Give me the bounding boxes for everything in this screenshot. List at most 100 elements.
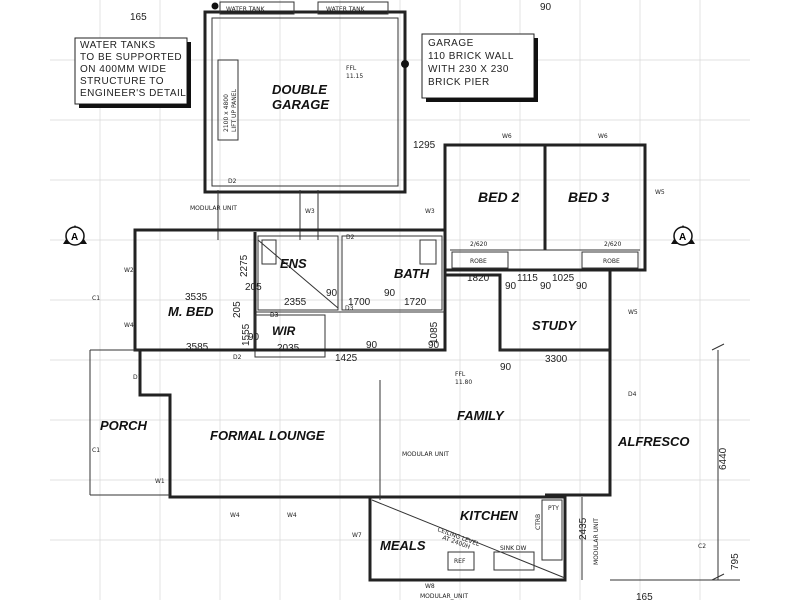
water-tanks-note-line2: TO BE SUPPORTED [80,52,182,63]
dim-90-a: 90 [326,288,338,299]
garage-note-line4: BRICK PIER [428,77,490,88]
tag-d2-b: D2 [233,354,242,361]
dim-3300: 3300 [545,354,568,365]
dim-2275: 2275 [239,254,250,277]
tag-w5-b: W5 [628,309,638,316]
room-label-formal-lounge: FORMAL LOUNGE [210,428,325,443]
robe-label-right: ROBE [603,258,620,265]
dim-795: 795 [730,553,741,570]
water-tank-left-label: WATER TANK [226,6,266,13]
dim-205-a: 205 [245,282,262,293]
garage-note-line1: GARAGE [428,38,474,49]
sink-dishwasher-label: SINK DW [500,545,527,552]
robe-label-left: ROBE [470,258,487,265]
main-ffl-label: FFL [455,371,466,378]
dim-90-d: 90 [540,281,552,292]
tag-w8: W8 [425,583,435,590]
dim-1720: 1720 [404,297,427,308]
water-tanks-note: WATER TANKS TO BE SUPPORTED ON 400MM WID… [74,37,191,108]
tag-w3-b: W3 [425,208,435,215]
room-label-master-bed: M. BED [168,304,214,319]
room-label-bed3: BED 3 [568,189,609,205]
lift-up-panel-label: LIFT UP PANEL [231,88,238,132]
room-label-study: STUDY [532,318,577,333]
tag-w4-b: W4 [230,512,240,519]
dim-90-h: 90 [428,340,440,351]
garage-note: GARAGE 110 BRICK WALL WITH 230 X 230 BRI… [421,33,538,102]
dim-1425: 1425 [335,353,358,364]
dim-1555: 1555 [241,323,252,346]
tag-w7: W7 [352,532,362,539]
tag-w4-c: W4 [287,512,297,519]
garage-room-label-line1: DOUBLE [272,82,327,97]
dim-165-bottom: 165 [636,592,653,600]
tag-d2-c: D2 [346,234,355,241]
dim-2355: 2355 [284,297,307,308]
tag-d3-b: D3 [345,305,354,312]
tag-w4-a: W4 [124,322,134,329]
dim-90-top: 90 [540,2,552,13]
section-marker-left-letter: A [71,232,78,243]
tag-w2: W2 [124,267,134,274]
dim-90-i: 90 [500,362,512,373]
window-door-tags: W1 W2 W3 W3 W4 W4 W4 W5 W5 W6 W6 W7 W8 D… [92,133,706,590]
dim-3585: 3585 [186,342,209,353]
tag-d3-a: D3 [270,312,279,319]
dim-1295: 1295 [413,140,436,151]
pantry-label: PTY [548,505,559,512]
room-label-kitchen: KITCHEN [460,508,518,523]
water-tanks-note-line3: ON 400MM WIDE [80,64,167,75]
section-marker-right: A [671,225,695,246]
dim-90-c: 90 [505,281,517,292]
dim-2435: 2435 [578,517,589,540]
room-label-bed2: BED 2 [478,189,519,205]
tag-c1-a: C1 [92,295,100,302]
fridge-label: REF [454,558,466,565]
tag-d2-a: D2 [228,178,237,185]
cupboard-label: CTRB [535,514,542,530]
tag-w6-a: W6 [502,133,512,140]
room-label-alfresco: ALFRESCO [617,434,690,449]
dim-3535: 3535 [185,292,208,303]
dim-205-b: 205 [232,301,243,318]
tag-w3-a: W3 [305,208,315,215]
room-label-bath: BATH [394,266,430,281]
section-marker-left: A [63,225,87,246]
modular-unit-label-mid: MODULAR UNIT [402,451,449,458]
tag-w6-b: W6 [598,133,608,140]
dim-1115: 1115 [517,273,538,284]
garage-structure [203,1,409,240]
tag-c1-b: C1 [92,447,100,454]
tag-c2: C2 [698,543,706,550]
dim-90-e: 90 [576,281,588,292]
dim-1025: 1025 [552,273,575,284]
room-label-porch: PORCH [100,418,148,433]
water-tanks-note-line4: STRUCTURE TO [80,76,164,87]
house-walls [89,143,740,582]
garage-ffl-label: FFL [346,65,357,72]
garage-note-line2: 110 BRICK WALL [428,51,514,62]
garage-ffl-value: 11.15 [346,73,363,80]
water-tank-right-label: WATER TANK [326,6,366,13]
dim-2-620-right: 2/620 [604,241,621,248]
dim-90-b: 90 [384,288,396,299]
modular-unit-label-bottom: MODULAR_UNIT [420,593,468,600]
water-tanks-note-line1: WATER TANKS [80,40,156,51]
dim-165-top: 165 [130,12,147,23]
dim-90-g: 90 [366,340,378,351]
tag-w5-a: W5 [655,189,665,196]
section-marker-right-letter: A [679,232,686,243]
tag-w1: W1 [155,478,165,485]
room-label-wir: WIR [272,324,296,338]
main-ffl-value: 11.80 [455,379,472,386]
dim-1820: 1820 [467,273,490,284]
garage-room-label-line2: GARAGE [272,97,329,112]
dim-1700: 1700 [348,297,371,308]
garage-note-line3: WITH 230 X 230 [428,64,509,75]
room-label-family: FAMILY [457,408,505,423]
water-tanks-note-line5: ENGINEER'S DETAIL [80,88,186,99]
dim-6440: 6440 [718,447,729,470]
room-label-ensuite: ENS [280,256,307,271]
tag-d4: D4 [628,391,637,398]
